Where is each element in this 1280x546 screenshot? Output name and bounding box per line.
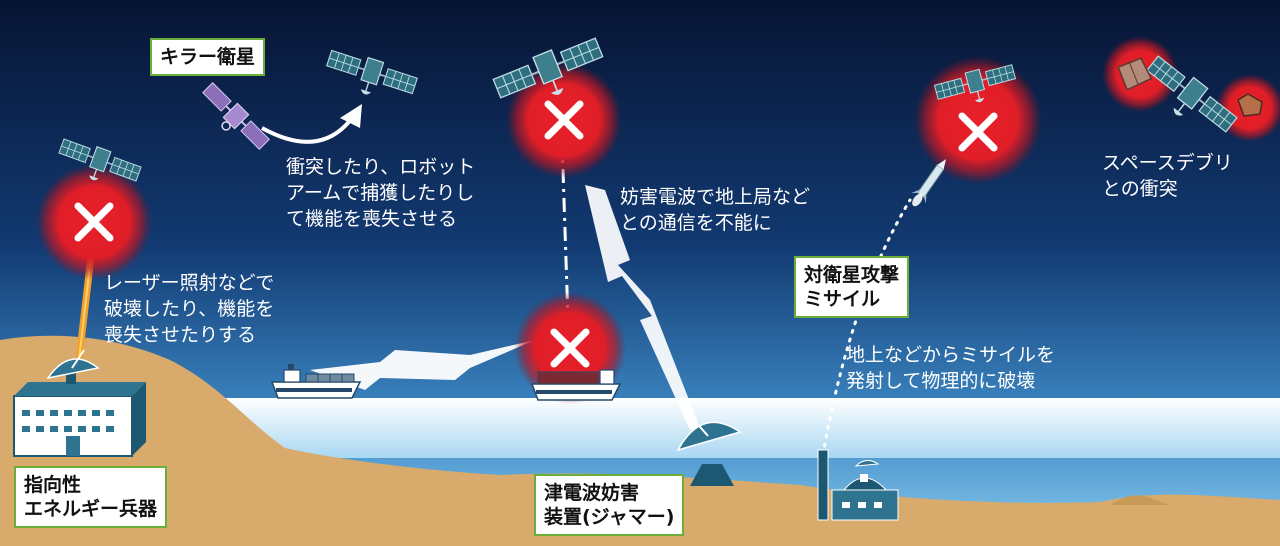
label-directed-energy-weapon: 指向性 エネルギー兵器 [14,466,168,528]
debris-icon [1237,93,1263,117]
caption-space-debris: スペースデブリ との衝突 [1102,152,1233,200]
collision-arrow [261,116,354,144]
impact-mark-laser [36,164,152,280]
label-asat-missile: 対衛星攻撃 ミサイル [794,256,910,318]
caption-collision-robot-arm: 衝突したり、ロボット アームで捕獲したりし て機能を喪失させる [286,156,476,230]
directed-energy-ground-station-icon [13,349,146,457]
ground-left-hill [0,335,1280,546]
caption-missile: 地上などからミサイルを 発射して物理的に破壊 [846,344,1056,392]
ground-right-mound [1110,495,1170,505]
dish-antenna-icon [676,417,742,486]
collision-arrow-head [340,104,362,128]
debris-icon [1117,57,1153,91]
killer-satellite-icon [202,82,270,150]
missile-launch-site-icon [817,449,899,521]
caption-jamming: 妨害電波で地上局など との通信を不能に [620,186,811,234]
lightning-icon-ship [310,340,535,390]
ship-icon [270,364,362,399]
ship-icon [530,369,622,401]
impact-mark-satellite-center [506,62,622,178]
caption-laser: レーザー照射などで 破壊したり、機能を 喪失させたりする [104,272,275,346]
label-jamming-device: 津電波妨害 装置(ジャマー) [534,474,685,536]
label-killer-satellite: キラー衛星 [150,38,266,76]
lightning-icon-jammer [585,185,700,430]
missile-icon [911,159,947,207]
